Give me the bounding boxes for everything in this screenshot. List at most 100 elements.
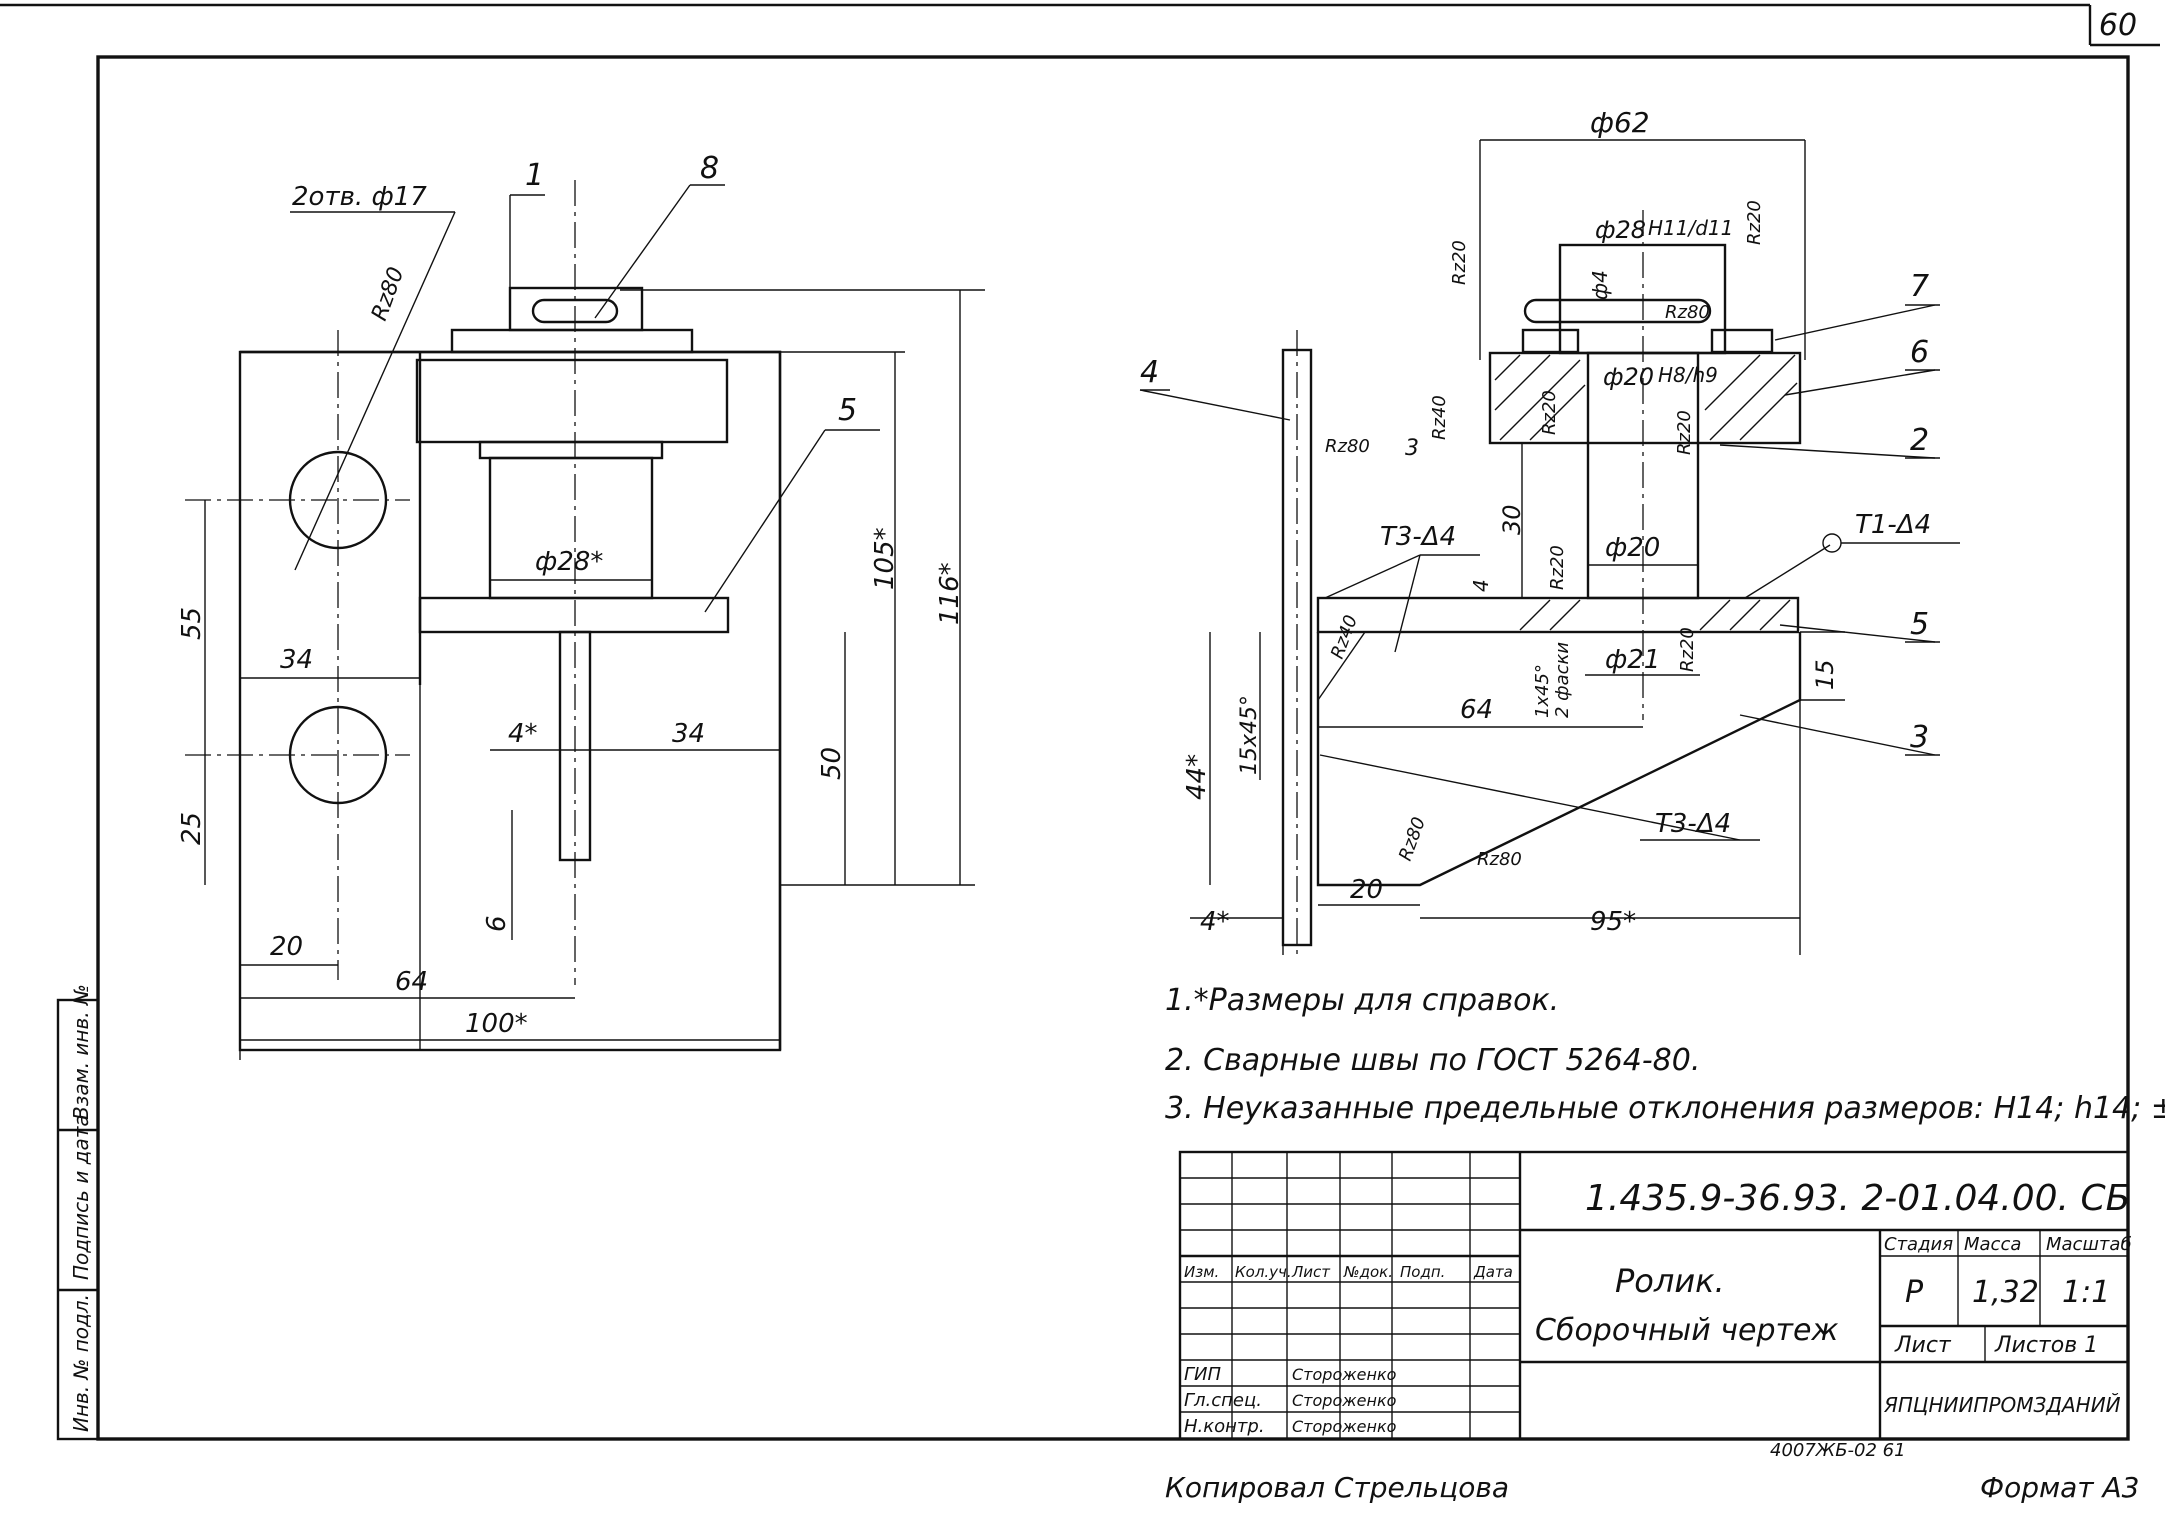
dim-chamfer15: 15x45°	[1237, 695, 1262, 775]
dim-15: 15	[1811, 659, 1839, 690]
dim-100: 100*	[465, 1009, 528, 1039]
dim-chamfer1: 1x45°	[1532, 664, 1553, 718]
dim-64-right: 64	[1460, 695, 1493, 725]
hdr-koluch: Кол.уч.	[1235, 1263, 1292, 1281]
sheet-label: Лист	[1894, 1333, 1952, 1358]
dim-3: 3	[1405, 436, 1419, 461]
dim-4: 4	[1469, 579, 1493, 592]
rough-5: Rz80	[1325, 436, 1370, 457]
sign-name-1: Стороженко	[1292, 1365, 1397, 1384]
dim-dia62: ф62	[1590, 106, 1650, 139]
dim-dia20-fit: ф20	[1603, 363, 1654, 391]
dim-dia28-fit: ф28	[1595, 216, 1646, 244]
dim-55: 55	[177, 607, 207, 640]
stage-value: Р	[1905, 1275, 1924, 1310]
rough-2: Rz20	[1744, 200, 1765, 245]
dim-chamfer-note: 2 фаски	[1552, 642, 1573, 718]
rough-1: Rz20	[1449, 240, 1470, 285]
sign-name-2: Стороженко	[1292, 1391, 1397, 1410]
title-block: Изм. Кол.уч. Лист №док. Подп. Дата ГИП Г…	[1178, 1150, 2132, 1441]
washer	[450, 328, 694, 354]
mass-label: Масса	[1964, 1234, 2021, 1255]
part-name: Ролик.	[1615, 1262, 1725, 1300]
base-plate	[238, 350, 782, 1052]
plate-5	[418, 596, 730, 634]
dim-20-left: 20	[270, 932, 303, 962]
sheets-label: Листов 1	[1994, 1333, 2098, 1358]
fit-20: H8/h9	[1658, 363, 1718, 387]
dim-50: 50	[817, 747, 847, 780]
note-1: 1.*Размеры для справок.	[1165, 983, 1559, 1018]
rv-callout-4: 4	[1140, 355, 1159, 390]
dim-4-left: 4*	[508, 719, 538, 749]
dim-95: 95*	[1590, 907, 1636, 937]
dim-105: 105*	[870, 527, 900, 590]
hdr-ndok: №док.	[1343, 1263, 1393, 1281]
left-roughness: Rz80	[367, 264, 409, 324]
copied-by: Копировал Стрельцова	[1165, 1471, 1509, 1504]
side-stamp: Взам. инв. № Подпись и дата Инв. № подл.	[56, 984, 100, 1441]
scale-value: 1:1	[2062, 1275, 2110, 1310]
weld-3: Т3-Δ4	[1655, 809, 1731, 839]
hdr-data: Дата	[1473, 1263, 1513, 1281]
rough-9: Rz20	[1547, 545, 1568, 590]
rv-callout-6: 6	[1910, 335, 1929, 370]
rough-12: Rz80	[1395, 814, 1430, 863]
weld-1: Т3-Δ4	[1380, 522, 1456, 552]
dim-20-right: 20	[1350, 875, 1383, 905]
stage-label: Стадия	[1884, 1234, 1953, 1255]
callout-1: 1	[525, 158, 544, 193]
base-5	[1316, 596, 1800, 634]
notes: 1.*Размеры для справок. 2. Сварные швы п…	[1165, 983, 2165, 1126]
fit-28: H11/d11	[1648, 216, 1733, 240]
sign-glspec: Гл.спец.	[1184, 1390, 1262, 1411]
pin-head	[508, 286, 644, 332]
sign-nkontr: Н.контр.	[1184, 1416, 1265, 1437]
dim-116: 116*	[935, 562, 965, 625]
callout-5: 5	[838, 393, 857, 428]
drawing-frame	[96, 55, 2130, 1441]
note-2: 2. Сварные швы по ГОСТ 5264-80.	[1165, 1043, 1700, 1078]
hdr-izm: Изм.	[1184, 1263, 1219, 1281]
right-view: ф62 ф28 H11/d11 ф4 ф20 H8/h9 ф20 ф21 30 …	[1139, 106, 1960, 960]
rough-6: Rz20	[1539, 390, 1560, 435]
dim-dia28: ф28*	[535, 547, 603, 577]
callout-8: 8	[700, 151, 719, 186]
rib-3	[1316, 632, 1802, 887]
dim-4-star: 4*	[1200, 907, 1230, 937]
rough-10: Rz40	[1327, 612, 1362, 661]
rv-callout-7: 7	[1910, 269, 1929, 304]
dim-44: 44*	[1182, 754, 1212, 800]
dim-dia4: ф4	[1588, 270, 1612, 300]
organization: ЯПЦНИИПРОМЗДАНИЙ	[1883, 1393, 2121, 1417]
dim-34-left: 34	[280, 645, 313, 675]
sign-gip: ГИП	[1184, 1364, 1221, 1385]
roller-body	[415, 358, 729, 444]
dim-6: 6	[482, 915, 512, 932]
dim-34-right: 34	[672, 719, 705, 749]
rough-3: Rz80	[1665, 302, 1710, 323]
hdr-podp: Подп.	[1400, 1263, 1445, 1281]
dim-dia20: ф20	[1605, 533, 1660, 563]
hole-note: 2отв. ф17	[292, 182, 427, 212]
side-stamp-signature: Подпись и дата	[69, 1114, 93, 1280]
dim-dia21: ф21	[1605, 645, 1660, 675]
axle	[488, 456, 654, 600]
designation: 1.435.9-36.93. 2-01.04.00. СБ	[1585, 1178, 2130, 1219]
mass-value: 1,32	[1972, 1275, 2039, 1310]
side-stamp-inventory: Инв. № подл.	[69, 1294, 93, 1432]
rv-callout-3: 3	[1910, 720, 1929, 755]
page-number: 60	[2099, 8, 2137, 43]
scale-label: Масштаб	[2046, 1234, 2132, 1255]
rough-8: Rz80	[1477, 849, 1522, 870]
sheet-format: Формат А3	[1980, 1471, 2139, 1504]
dim-25: 25	[177, 812, 207, 845]
rough-7: Rz20	[1674, 410, 1695, 455]
dim-64-left: 64	[395, 967, 428, 997]
rv-callout-5: 5	[1910, 607, 1929, 642]
note-3: 3. Неуказанные предельные отклонения раз…	[1165, 1091, 2165, 1126]
sign-name-3: Стороженко	[1292, 1417, 1397, 1436]
rough-11: Rz20	[1677, 627, 1698, 672]
side-stamp-replaces: Взам. инв. №	[69, 984, 93, 1120]
left-view: 2отв. ф17 Rz80 1 8 5 ф28* 105* 116* 55 2…	[177, 151, 985, 1060]
